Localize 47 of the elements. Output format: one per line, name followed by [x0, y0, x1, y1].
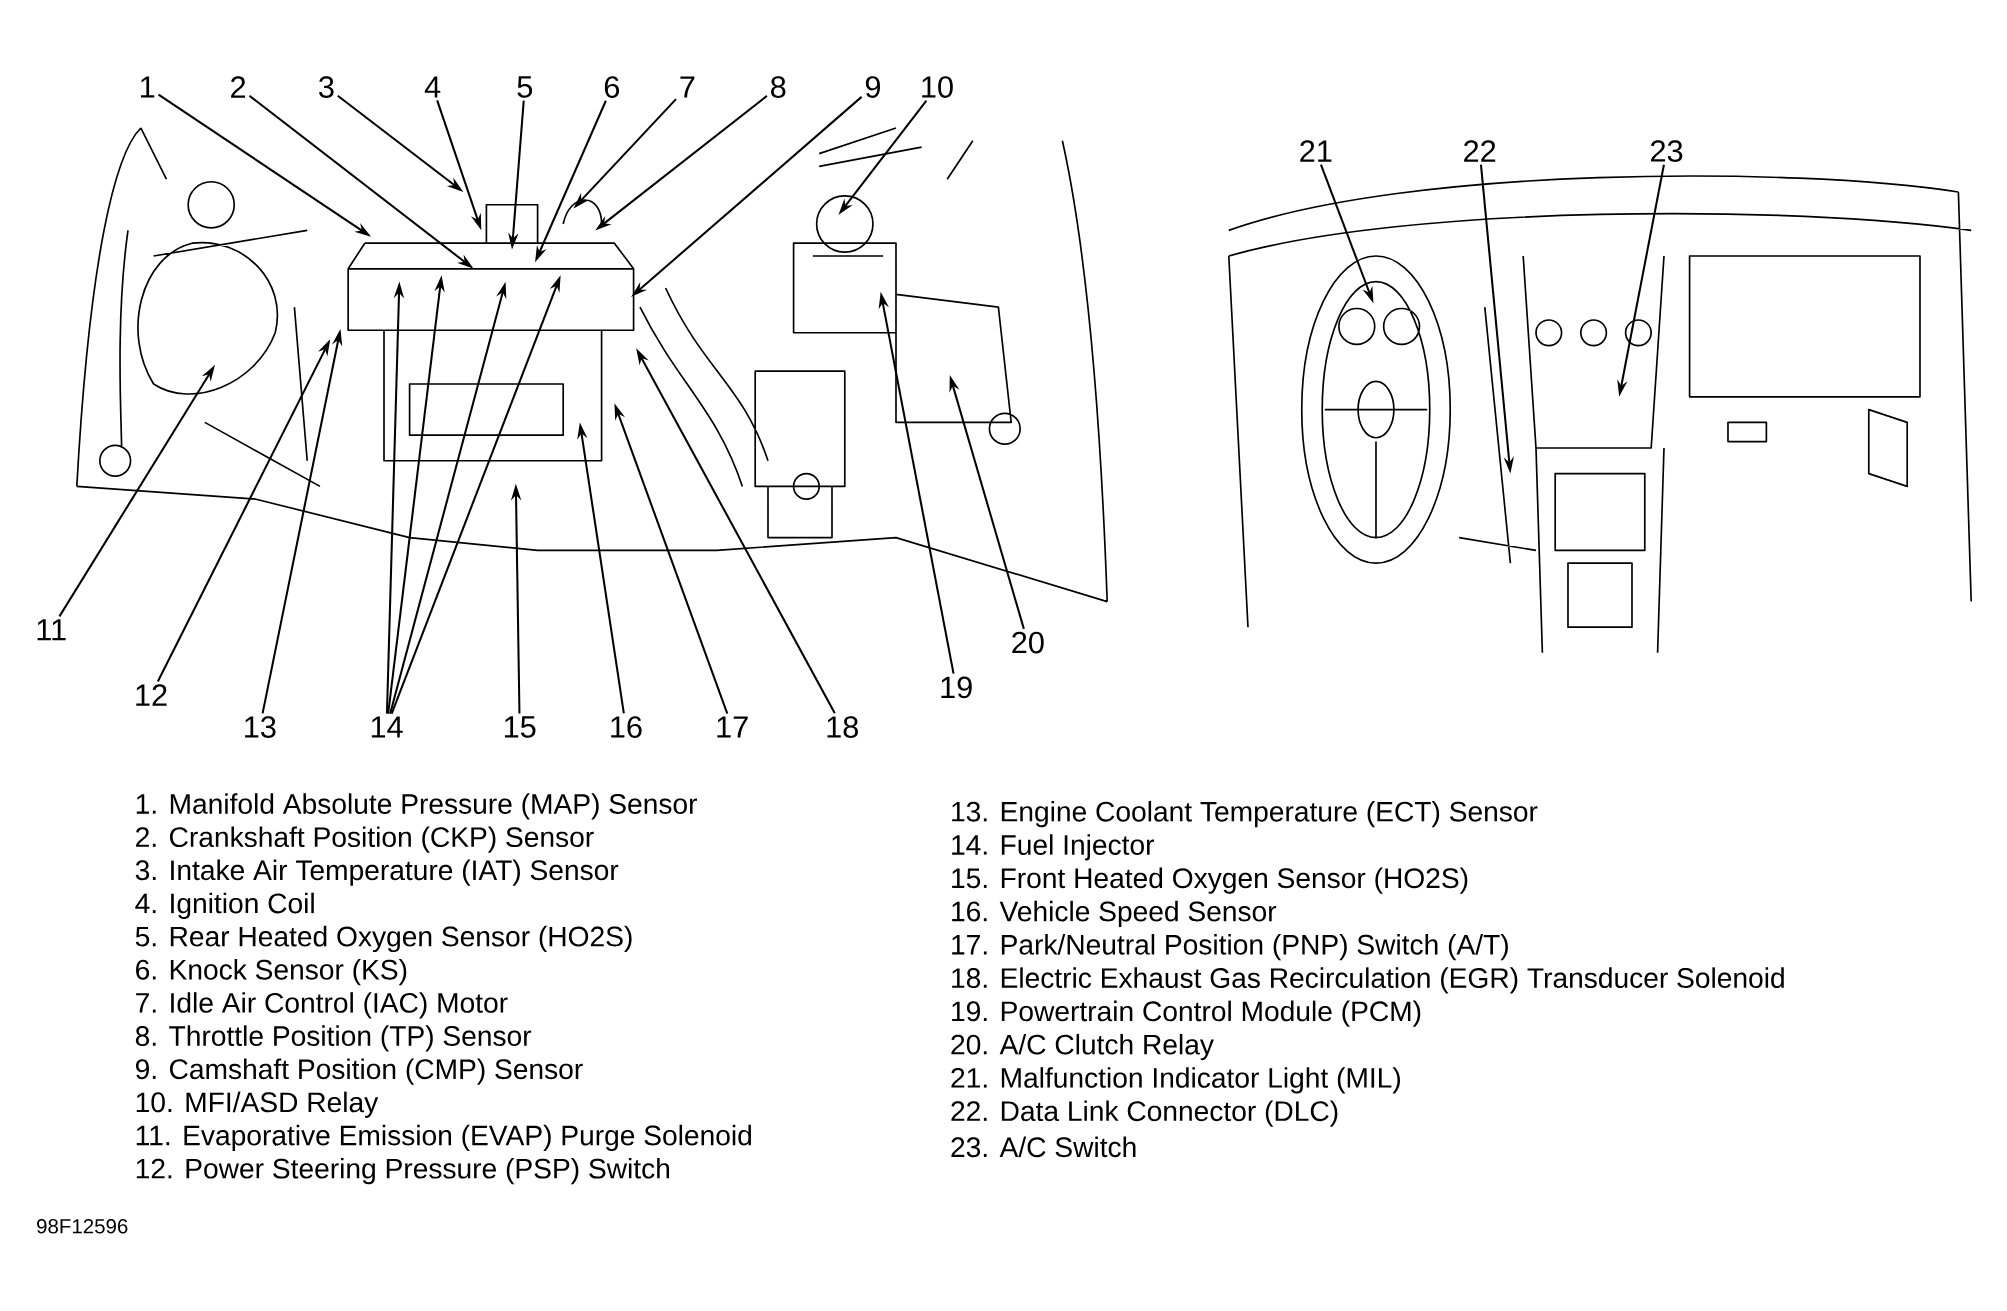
callout-number: 14: [371, 716, 403, 738]
callout-number: 12: [136, 684, 167, 706]
legend-entry: 9. Camshaft Position (CMP) Sensor: [136, 1058, 583, 1085]
legend-entry: 22. Data Link Connector (DLC): [951, 1100, 1338, 1127]
legend-entry: 20. A/C Clutch Relay: [951, 1034, 1214, 1061]
legend-entry: 16. Vehicle Speed Sensor: [952, 900, 1277, 928]
callout-number: 18: [827, 716, 858, 739]
legend-entry: 13. Engine Coolant Temperature (ECT) Sensor: [952, 801, 1538, 828]
callout-number: 4: [424, 76, 441, 98]
legend-entry: 98F12596: [37, 1219, 128, 1234]
callout-number: 2: [231, 76, 246, 98]
legend-entry: 10. MFI/ASD Relay: [136, 1091, 379, 1119]
legend-entry: 19. Powertrain Control Module (PCM): [952, 1000, 1421, 1027]
callout-number: 23: [1651, 140, 1683, 163]
legend-entry: 11. Evaporative Emission (EVAP) Purge Solenoid: [136, 1124, 751, 1152]
legend-entry: 12. Power Steering Pressure (PSP) Switch: [136, 1158, 670, 1185]
legend-entry: 14. Fuel Injector: [952, 834, 1155, 861]
legend-entry: 18. Electric Exhaust Gas Recirculation (EGR) Transducer Solenoid: [952, 967, 1784, 994]
callout-number: 5: [517, 76, 533, 98]
legend-entry: 17. Park/Neutral Position (PNP) Switch (A/T): [952, 934, 1508, 961]
callout-number: 16: [611, 716, 642, 739]
callout-number: 11: [37, 619, 66, 641]
callout-number: 3: [319, 76, 334, 99]
legend-entry: 7. Idle Air Control (IAC) Motor: [136, 992, 508, 1019]
callout-number: 7: [680, 76, 695, 98]
callout-number: 6: [604, 76, 620, 99]
callout-number: 21: [1300, 140, 1332, 162]
callout-number: 22: [1464, 140, 1496, 162]
callout-number: 1: [141, 76, 155, 98]
callout-number: 8: [771, 76, 786, 99]
callout-number: 15: [504, 716, 536, 738]
callout-number: 9: [865, 76, 881, 99]
legend-entry: 4. Ignition Coil: [135, 892, 314, 920]
callout-number: 20: [1012, 631, 1044, 654]
legend-entry: 21. Malfunction Indicator Light (MIL): [951, 1067, 1400, 1094]
legend-entry: 23. A/C Switch: [951, 1136, 1136, 1158]
callout-number: 13: [245, 716, 276, 739]
legend-entry: 1. Manifold Absolute Pressure (MAP) Sensor: [136, 793, 697, 820]
legend-entry: 3. Intake Air Temperature (IAT) Sensor: [135, 859, 619, 886]
legend-entry: 8. Throttle Position (TP) Sensor: [135, 1025, 532, 1052]
legend-entry: 5. Rear Heated Oxygen Sensor (HO2S): [135, 926, 632, 953]
callout-number: 10: [922, 76, 953, 99]
callout-number: 19: [941, 676, 972, 699]
legend-entry: 2. Crankshaft Position (CKP) Sensor: [136, 826, 594, 853]
legend-entry: 15. Front Heated Oxygen Sensor (HO2S): [952, 867, 1468, 894]
legend-entry: 6. Knock Sensor (KS): [136, 959, 407, 986]
callout-number: 17: [717, 716, 748, 738]
